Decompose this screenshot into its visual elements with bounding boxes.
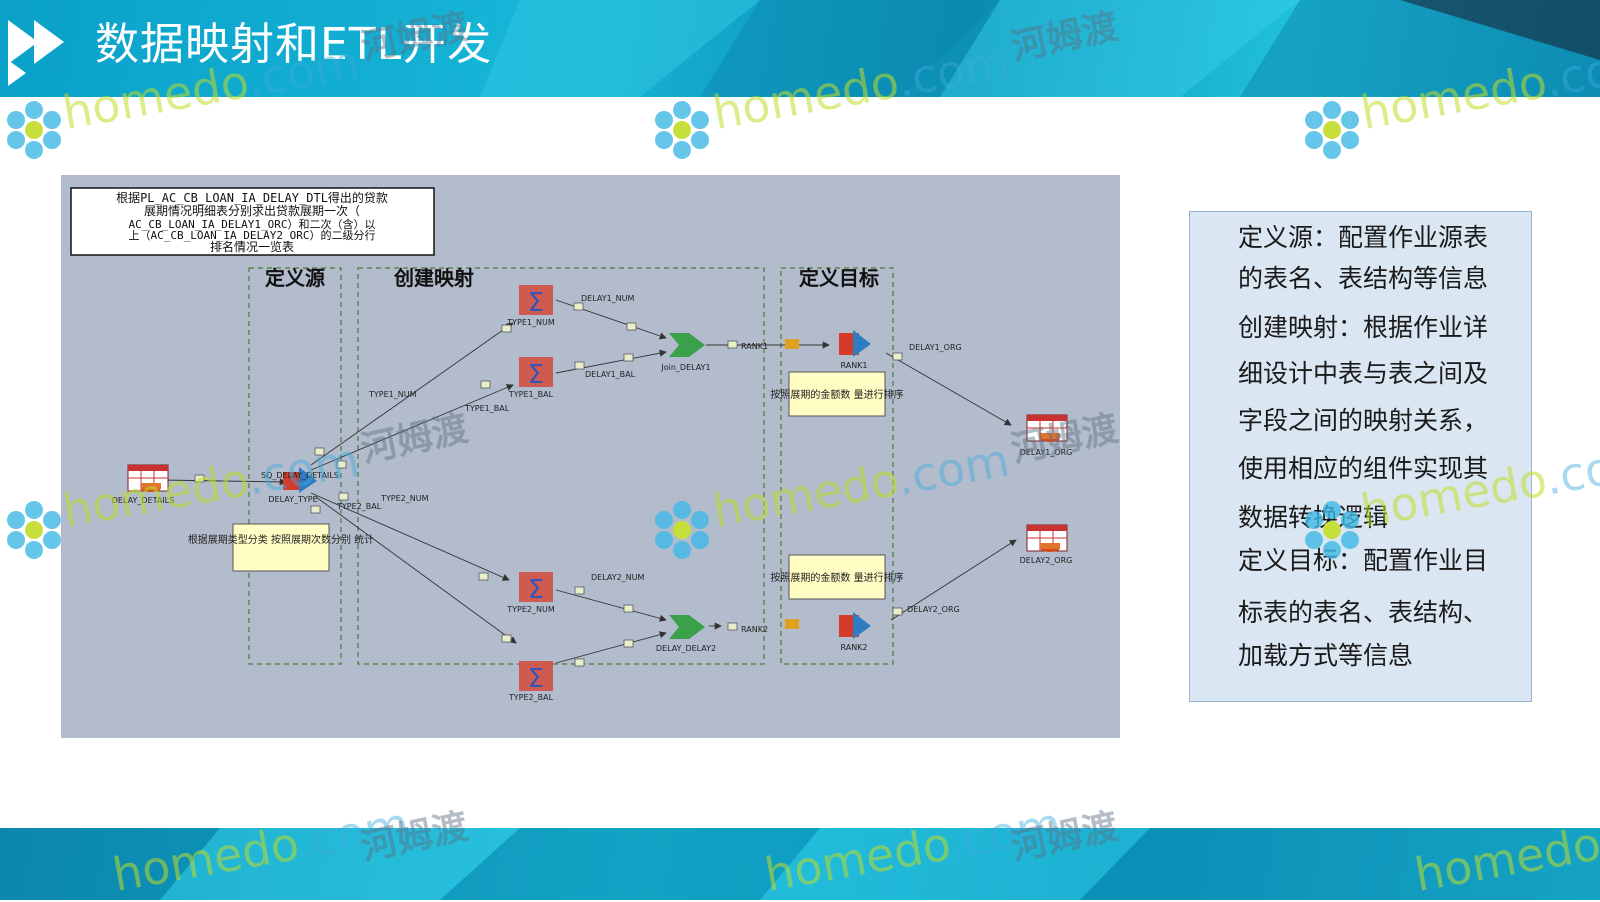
link-label-rank2: RANK2 xyxy=(741,625,768,634)
header-band: 数据映射和ETL开发 xyxy=(0,0,1600,97)
note-line-3: AC_CB_LOAN_IA_DELAY1_ORC）和二次（含）以 xyxy=(129,217,376,231)
connections xyxy=(160,299,1017,664)
joiner1-label: Join_DELAY1 xyxy=(660,363,710,372)
link-label-delay2-org: DELAY2_ORG xyxy=(907,605,960,614)
desc-line-10: 加载方式等信息 xyxy=(1238,641,1414,670)
link-label-type1-bal: TYPE1_BAL xyxy=(464,404,510,413)
aggregator-type1-bal-label: TYPE1_BAL xyxy=(508,390,554,399)
section-label-mapping: 创建映射 xyxy=(393,266,474,290)
router-icon xyxy=(283,467,317,493)
joiner2-label: DELAY_DELAY2 xyxy=(656,644,716,653)
rank1-note: 按照展期的金额数 量进行排序 xyxy=(770,371,904,417)
footer-band xyxy=(0,828,1600,900)
link-label-delay1-bal: DELAY1_BAL xyxy=(585,370,636,379)
rank1-note-text: 按照展期的金额数 量进行排序 xyxy=(770,388,903,401)
rank1-label: RANK1 xyxy=(840,361,867,370)
note-line-2: 展期情况明细表分别求出贷款展期一次（ xyxy=(144,204,360,218)
source-table-icon xyxy=(127,464,169,492)
aggregator-type2-bal-label: TYPE2_BAL xyxy=(508,693,554,702)
watermark-flower-icon xyxy=(7,101,61,159)
note-line-4: 上（AC_CB_LOAN_IA_DELAY2_ORC）的二级分行 xyxy=(129,228,376,242)
link-label-rank1: RANK1 xyxy=(741,342,768,351)
svg-text:Σ: Σ xyxy=(528,664,544,694)
target2-table-icon xyxy=(1026,524,1068,552)
source-table-label: DELAY_DETAILS xyxy=(112,496,174,505)
link-label-type2-num: TYPE2_NUM xyxy=(380,494,429,503)
svg-text:Σ: Σ xyxy=(528,575,544,605)
link-label-type2-bal: TYPE2_BAL xyxy=(336,502,382,511)
source-section-box xyxy=(248,267,342,665)
description-box: 定义源：配置作业源表 的表名、表结构等信息 创建映射：根据作业详 细设计中表与表… xyxy=(1189,211,1532,702)
router-label: DELAY_TYPE xyxy=(268,495,317,504)
rank1-icon xyxy=(785,330,871,357)
watermark-flower-icon xyxy=(655,501,709,559)
link-label-delay1-num: DELAY1_NUM xyxy=(581,294,635,303)
note-line-1: 根据PL_AC_CB_LOAN_IA_DELAY_DTL得出的贷款 xyxy=(116,190,388,205)
section-label-target: 定义目标 xyxy=(799,266,879,290)
rank2-label: RANK2 xyxy=(840,643,867,652)
router-note: 根据展期类型分类 按照展期次数分别 统计 xyxy=(188,523,374,572)
svg-text:Σ: Σ xyxy=(528,288,544,318)
target1-table-icon xyxy=(1026,414,1068,442)
router-note-text: 根据展期类型分类 按照展期次数分别 统计 xyxy=(188,533,374,546)
aggregator-type1-num-icon: Σ xyxy=(519,285,553,318)
link-label-delay1-org: DELAY1_ORG xyxy=(909,343,962,352)
rank2-note: 按照展期的金额数 量进行排序 xyxy=(770,554,904,600)
watermark-flower-icon xyxy=(655,101,709,159)
desc-line-8: 定义目标：配置作业目 xyxy=(1238,546,1489,575)
link-label-type1-num: TYPE1_NUM xyxy=(368,390,417,399)
mapping-section-box xyxy=(357,267,765,665)
target1-label: DELAY1_ORG xyxy=(1020,448,1073,457)
rank2-icon xyxy=(785,612,871,639)
desc-line-9: 标表的表名、表结构、 xyxy=(1238,598,1489,627)
link-label-delay2-num: DELAY2_NUM xyxy=(591,573,645,582)
aggregator-type2-num-label: TYPE2_NUM xyxy=(506,605,555,614)
etl-mapping-diagram: 根据PL_AC_CB_LOAN_IA_DELAY_DTL得出的贷款 展期情况明细… xyxy=(61,175,1120,738)
aggregator-type2-num-icon: Σ xyxy=(519,572,553,605)
diagram-description-note: 根据PL_AC_CB_LOAN_IA_DELAY_DTL得出的贷款 展期情况明细… xyxy=(70,187,435,256)
joiner2-icon xyxy=(669,615,705,639)
joiner1-icon xyxy=(669,333,705,357)
page-title: 数据映射和ETL开发 xyxy=(95,19,493,70)
section-label-source: 定义源 xyxy=(265,266,325,290)
watermark-dom: .com xyxy=(1540,432,1600,506)
desc-line-6: 使用相应的组件实现其 xyxy=(1238,454,1489,483)
rank2-note-text: 按照展期的金额数 量进行排序 xyxy=(770,571,903,584)
aggregator-type1-bal-icon: Σ xyxy=(519,357,553,390)
target2-label: DELAY2_ORG xyxy=(1020,556,1073,565)
watermark-flower-icon xyxy=(1305,501,1359,559)
aggregator-type1-num-label: TYPE1_NUM xyxy=(506,318,555,327)
port-icons xyxy=(194,302,903,667)
source-qualifier-label: SQ_DELAY_DETAILS xyxy=(261,471,339,480)
watermark-flower-icon xyxy=(1305,101,1359,159)
note-line-5: 排名情况一览表 xyxy=(210,239,294,254)
desc-line-5: 字段之间的映射关系， xyxy=(1238,406,1489,435)
desc-line-4: 细设计中表与表之间及 xyxy=(1238,359,1489,388)
aggregator-type2-bal-icon: Σ xyxy=(519,661,553,694)
play-forward-icon xyxy=(8,20,64,86)
desc-line-3: 创建映射：根据作业详 xyxy=(1238,313,1489,342)
desc-line-2: 的表名、表结构等信息 xyxy=(1238,264,1489,293)
desc-line-1: 定义源：配置作业源表 xyxy=(1238,223,1489,252)
svg-text:Σ: Σ xyxy=(528,360,544,390)
watermark-flower-icon xyxy=(7,501,61,559)
target-section-box xyxy=(780,267,894,665)
